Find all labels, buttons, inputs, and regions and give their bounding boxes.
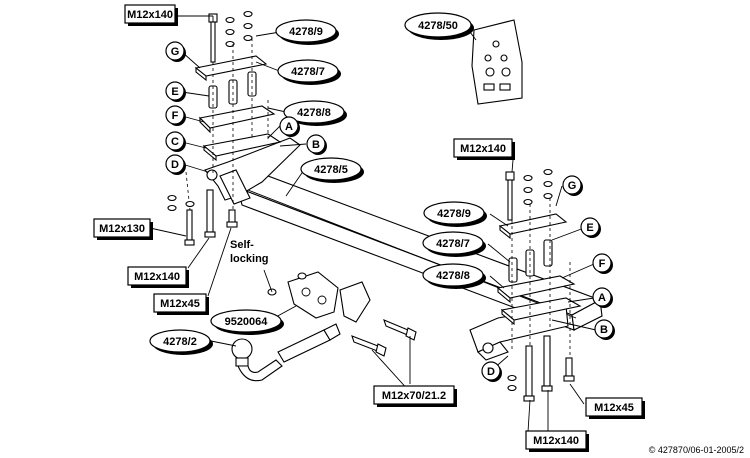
kit-bag-illustration <box>471 19 523 105</box>
callout-m12x140-bottom: M12x140 <box>525 430 589 452</box>
callout-9520064: 9520064 <box>210 309 284 335</box>
self-locking-note: Self- locking <box>230 239 269 265</box>
circle-c: C <box>165 131 186 152</box>
nut-washers-top-right <box>523 168 553 206</box>
svg-text:4278/8: 4278/8 <box>436 270 470 282</box>
svg-text:M12x140: M12x140 <box>134 271 180 283</box>
svg-text:4278/7: 4278/7 <box>291 66 325 78</box>
callout-m12x130: M12x130 <box>93 218 153 240</box>
callout-4278-2: 4278/2 <box>149 329 213 355</box>
nut-washers-top-left <box>225 10 253 48</box>
svg-text:B: B <box>312 139 320 151</box>
svg-text:M12x45: M12x45 <box>594 402 634 414</box>
svg-text:C: C <box>171 136 179 148</box>
towball-assembly <box>231 323 341 382</box>
svg-text:M12x140: M12x140 <box>533 435 579 447</box>
circle-f-left: F <box>165 105 186 126</box>
circle-b-right: B <box>594 319 615 340</box>
svg-text:D: D <box>171 159 179 171</box>
callout-4278-5: 4278/5 <box>300 157 364 183</box>
circle-g-right: G <box>562 175 583 196</box>
svg-text:D: D <box>487 366 495 378</box>
callout-m12x45-right: M12x45 <box>585 397 645 419</box>
callout-4278-7-top: 4278/7 <box>277 59 341 85</box>
svg-text:4278/7: 4278/7 <box>436 238 470 250</box>
circle-d-left: D <box>165 154 186 175</box>
svg-text:E: E <box>586 222 593 234</box>
svg-text:A: A <box>285 121 293 133</box>
svg-text:A: A <box>598 292 606 304</box>
svg-text:M12x130: M12x130 <box>99 223 145 235</box>
callout-m12x140-left: M12x140 <box>127 266 189 288</box>
left-bracket <box>204 137 301 205</box>
circle-b-left: B <box>306 134 327 155</box>
svg-text:M12x45: M12x45 <box>160 298 200 310</box>
callout-4278-7-right: 4278/7 <box>422 231 486 257</box>
right-clamp-stack <box>496 168 582 380</box>
svg-text:M12x140: M12x140 <box>460 143 506 155</box>
copyright-notice: © 427870/06-01-2005/2 <box>648 445 744 455</box>
right-bracket <box>469 305 569 361</box>
circle-e-right: E <box>580 217 601 238</box>
callout-4278-9-top: 4278/9 <box>275 19 339 45</box>
circle-a-left: A <box>279 116 300 137</box>
callout-4278-50: 4278/50 <box>404 12 474 40</box>
callout-4278-8-right: 4278/8 <box>422 263 486 289</box>
left-clamp-stack <box>185 10 282 230</box>
circle-g-left: G <box>165 41 186 62</box>
svg-text:4278/5: 4278/5 <box>314 164 348 176</box>
callout-m12x70: M12x70/21.2 <box>373 385 457 407</box>
callout-m12x140-top: M12x140 <box>124 4 178 26</box>
callout-4278-9-right: 4278/9 <box>423 201 487 227</box>
left-bottom-bolts <box>167 189 238 246</box>
svg-text:4278/9: 4278/9 <box>437 208 471 220</box>
svg-text:G: G <box>568 180 577 192</box>
svg-text:4278/2: 4278/2 <box>163 336 197 348</box>
m12x70-bolts <box>351 319 417 357</box>
svg-text:G: G <box>171 46 180 58</box>
circle-a-right: A <box>592 287 613 308</box>
svg-text:M12x140: M12x140 <box>127 9 173 21</box>
callout-m12x45-left: M12x45 <box>153 293 209 315</box>
svg-text:4278/9: 4278/9 <box>289 26 323 38</box>
svg-text:Self-: Self- <box>230 239 254 251</box>
svg-text:9520064: 9520064 <box>225 316 269 328</box>
callout-m12x140-right: M12x140 <box>453 138 515 160</box>
svg-text:locking: locking <box>230 253 269 265</box>
circle-d-right: D <box>481 361 502 382</box>
svg-text:F: F <box>599 258 606 270</box>
svg-text:F: F <box>172 110 179 122</box>
svg-text:4278/8: 4278/8 <box>297 107 331 119</box>
svg-text:M12x70/21.2: M12x70/21.2 <box>382 390 446 402</box>
svg-text:4278/50: 4278/50 <box>418 20 458 32</box>
svg-text:E: E <box>171 86 178 98</box>
callout-4278-8-top: 4278/8 <box>283 100 347 126</box>
circle-f-right: F <box>592 253 613 274</box>
svg-text:B: B <box>600 324 608 336</box>
socket-plate <box>267 271 371 323</box>
circle-e-left: E <box>165 81 186 102</box>
right-bottom-bolts <box>507 335 575 402</box>
